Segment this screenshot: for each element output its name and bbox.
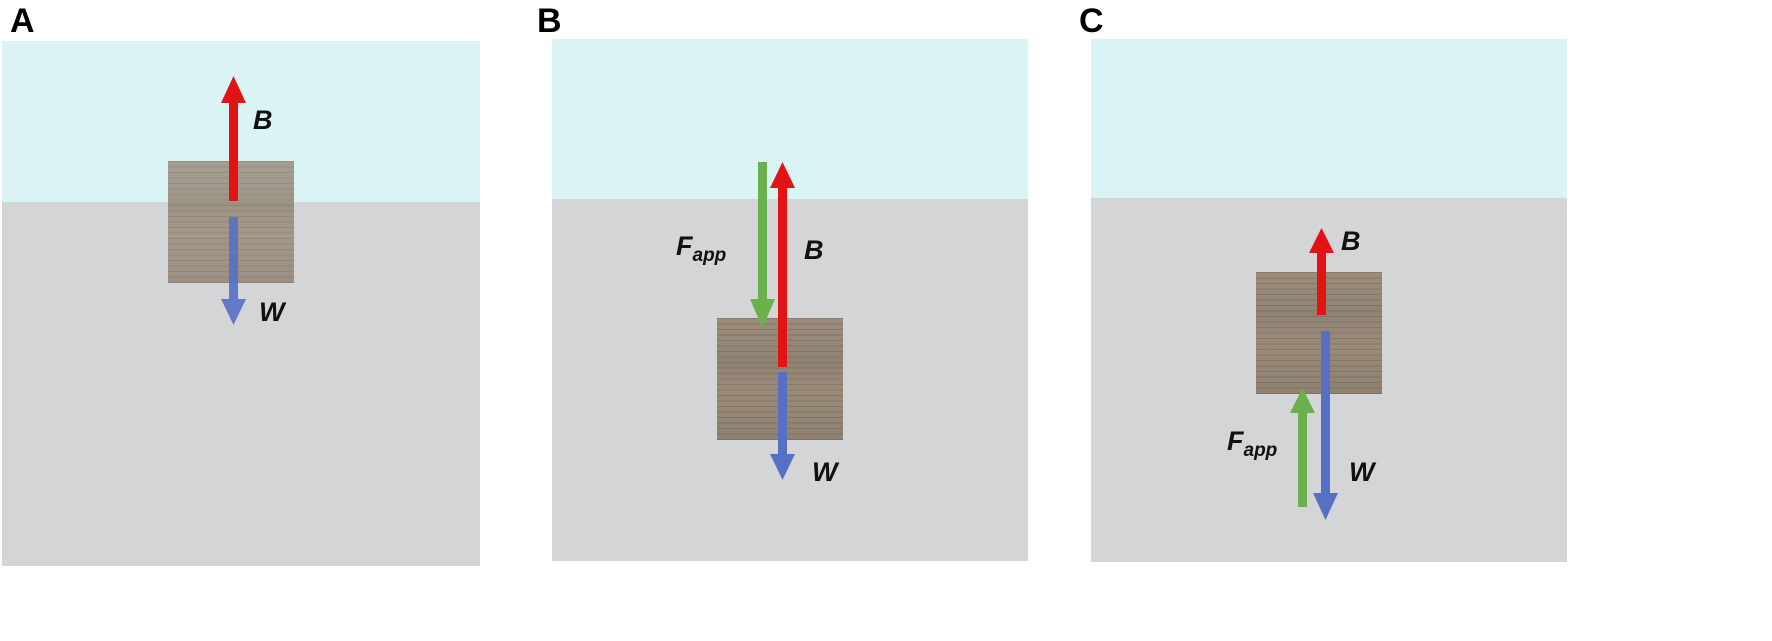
- panel-c-arrows: [1290, 228, 1338, 520]
- panel-b-weight-label: W: [812, 457, 838, 487]
- panel-a-weight-label: W: [259, 297, 285, 327]
- panel-b: Fapp B W: [552, 39, 1028, 561]
- panel-c-air: [1091, 39, 1567, 198]
- panel-c-buoyancy-arrow: [1309, 228, 1334, 315]
- panel-c: B Fapp W: [1091, 39, 1567, 562]
- panel-a-letter: A: [10, 2, 35, 40]
- panel-c-letter: C: [1079, 2, 1104, 40]
- panel-b-arrows: [750, 162, 795, 480]
- panel-b-applied-force-label: Fapp: [676, 231, 727, 266]
- panel-a-buoyancy-arrow: [221, 76, 246, 201]
- panel-a-buoyancy-label: B: [253, 105, 273, 135]
- panel-b-weight-arrow: [770, 372, 795, 480]
- panel-c-applied-force-label: Fapp: [1227, 426, 1278, 461]
- panel-b-buoyancy-arrow: [770, 162, 795, 367]
- panel-c-weight-label: W: [1349, 457, 1375, 487]
- panel-b-applied-force-arrow: [750, 162, 775, 328]
- panel-c-buoyancy-label: B: [1341, 226, 1361, 256]
- panel-a-arrows: [221, 76, 246, 325]
- panel-b-letter: B: [537, 2, 562, 40]
- panel-c-applied-force-arrow: [1290, 388, 1315, 507]
- panel-a-weight-arrow: [221, 217, 246, 325]
- panel-c-weight-arrow: [1313, 331, 1338, 520]
- panel-b-air: [552, 39, 1028, 199]
- panel-a: B W: [2, 41, 480, 566]
- panel-b-buoyancy-label: B: [804, 235, 824, 265]
